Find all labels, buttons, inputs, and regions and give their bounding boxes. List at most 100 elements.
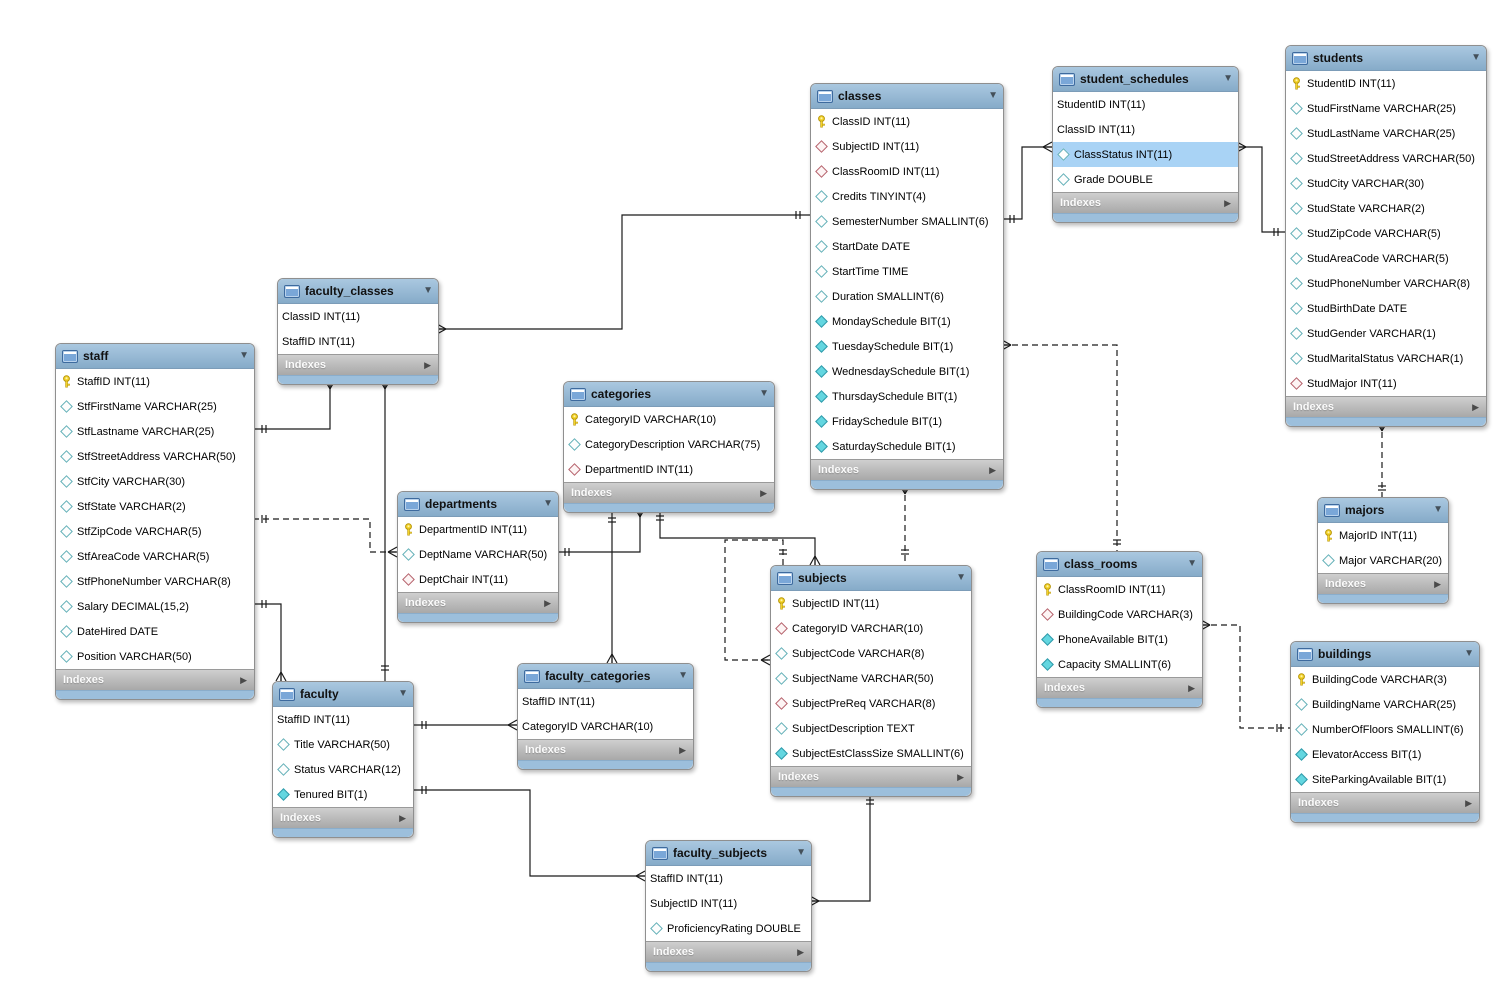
column-row[interactable]: StartTime TIME <box>811 259 1003 284</box>
expand-right-icon[interactable]: ▶ <box>957 771 964 782</box>
indexes-row[interactable]: Indexes▶ <box>1053 192 1238 213</box>
column-row[interactable]: StudState VARCHAR(2) <box>1286 196 1486 221</box>
table-students[interactable]: students▼StudentID INT(11)StudFirstName … <box>1285 45 1487 427</box>
chevron-down-icon[interactable]: ▼ <box>423 285 433 296</box>
chevron-down-icon[interactable]: ▼ <box>1223 73 1233 84</box>
relationship-staff-faculty[interactable] <box>253 600 287 682</box>
column-row[interactable]: StudBirthDate DATE <box>1286 296 1486 321</box>
column-row[interactable]: StfZipCode VARCHAR(5) <box>56 519 254 544</box>
chevron-down-icon[interactable]: ▼ <box>398 688 408 699</box>
table-header[interactable]: class_rooms▼ <box>1037 552 1202 577</box>
expand-right-icon[interactable]: ▶ <box>1465 797 1472 808</box>
column-row[interactable]: StfAreaCode VARCHAR(5) <box>56 544 254 569</box>
relationship-buildings-class_rooms[interactable] <box>1200 619 1290 732</box>
relationship-classes-student_schedules[interactable] <box>1002 141 1053 223</box>
column-row[interactable]: StaffID INT(11) <box>278 329 438 354</box>
relationship-faculty-faculty_classes[interactable] <box>379 379 391 681</box>
column-row[interactable]: StudStreetAddress VARCHAR(50) <box>1286 146 1486 171</box>
relationship-faculty-faculty_categories[interactable] <box>412 719 518 731</box>
column-row[interactable]: SubjectPreReq VARCHAR(8) <box>771 691 971 716</box>
column-row[interactable]: StfCity VARCHAR(30) <box>56 469 254 494</box>
table-faculty_categories[interactable]: faculty_categories▼StaffID INT(11)Catego… <box>517 663 694 770</box>
column-row[interactable]: SemesterNumber SMALLINT(6) <box>811 209 1003 234</box>
table-header[interactable]: staff▼ <box>56 344 254 369</box>
table-header[interactable]: buildings▼ <box>1291 642 1479 667</box>
column-row[interactable]: Duration SMALLINT(6) <box>811 284 1003 309</box>
indexes-row[interactable]: Indexes▶ <box>564 482 774 503</box>
chevron-down-icon[interactable]: ▼ <box>1187 558 1197 569</box>
column-row[interactable]: Credits TINYINT(4) <box>811 184 1003 209</box>
expand-right-icon[interactable]: ▶ <box>1472 401 1479 412</box>
column-row[interactable]: DeptChair INT(11) <box>398 567 558 592</box>
column-row[interactable]: Capacity SMALLINT(6) <box>1037 652 1202 677</box>
column-row[interactable]: ClassStatus INT(11) <box>1053 142 1238 167</box>
column-row[interactable]: SubjectDescription TEXT <box>771 716 971 741</box>
column-row[interactable]: BuildingCode VARCHAR(3) <box>1291 667 1479 692</box>
chevron-down-icon[interactable]: ▼ <box>759 388 769 399</box>
column-row[interactable]: SaturdaySchedule BIT(1) <box>811 434 1003 459</box>
column-row[interactable]: Title VARCHAR(50) <box>273 732 413 757</box>
table-header[interactable]: students▼ <box>1286 46 1486 71</box>
chevron-down-icon[interactable]: ▼ <box>1471 52 1481 63</box>
table-header[interactable]: faculty▼ <box>273 682 413 707</box>
expand-right-icon[interactable]: ▶ <box>1188 682 1195 693</box>
table-majors[interactable]: majors▼MajorID INT(11)Major VARCHAR(20)I… <box>1317 497 1449 604</box>
column-row[interactable]: StaffID INT(11) <box>56 369 254 394</box>
relationship-majors-students[interactable] <box>1376 421 1388 497</box>
indexes-row[interactable]: Indexes▶ <box>1318 573 1448 594</box>
table-student_schedules[interactable]: student_schedules▼StudentID INT(11)Class… <box>1052 66 1239 223</box>
column-row[interactable]: StudMajor INT(11) <box>1286 371 1486 396</box>
chevron-down-icon[interactable]: ▼ <box>796 847 806 858</box>
column-row[interactable]: SubjectEstClassSize SMALLINT(6) <box>771 741 971 766</box>
chevron-down-icon[interactable]: ▼ <box>678 670 688 681</box>
column-row[interactable]: ClassID INT(11) <box>811 109 1003 134</box>
chevron-down-icon[interactable]: ▼ <box>1464 648 1474 659</box>
table-header[interactable]: categories▼ <box>564 382 774 407</box>
expand-right-icon[interactable]: ▶ <box>1434 578 1441 589</box>
table-staff[interactable]: staff▼StaffID INT(11)StfFirstName VARCHA… <box>55 343 255 700</box>
column-row[interactable]: DepartmentID INT(11) <box>564 457 774 482</box>
column-row[interactable]: ProficiencyRating DOUBLE <box>646 916 811 941</box>
column-row[interactable]: SubjectID INT(11) <box>811 134 1003 159</box>
relationship-subjects-classes[interactable] <box>899 484 911 565</box>
column-row[interactable]: StfStreetAddress VARCHAR(50) <box>56 444 254 469</box>
expand-right-icon[interactable]: ▶ <box>760 487 767 498</box>
relationship-subjects-faculty_subjects[interactable] <box>809 792 874 907</box>
chevron-down-icon[interactable]: ▼ <box>1433 504 1443 515</box>
column-row[interactable]: StfState VARCHAR(2) <box>56 494 254 519</box>
expand-right-icon[interactable]: ▶ <box>240 674 247 685</box>
relationship-categories-subjects[interactable] <box>656 508 821 566</box>
column-row[interactable]: FridaySchedule BIT(1) <box>811 409 1003 434</box>
column-row[interactable]: StudAreaCode VARCHAR(5) <box>1286 246 1486 271</box>
table-classes[interactable]: classes▼ClassID INT(11)SubjectID INT(11)… <box>810 83 1004 490</box>
chevron-down-icon[interactable]: ▼ <box>239 350 249 361</box>
table-header[interactable]: student_schedules▼ <box>1053 67 1238 92</box>
indexes-row[interactable]: Indexes▶ <box>1286 396 1486 417</box>
column-row[interactable]: StaffID INT(11) <box>273 707 413 732</box>
column-row[interactable]: StaffID INT(11) <box>646 866 811 891</box>
chevron-down-icon[interactable]: ▼ <box>543 498 553 509</box>
expand-right-icon[interactable]: ▶ <box>399 812 406 823</box>
indexes-row[interactable]: Indexes▶ <box>273 807 413 828</box>
column-row[interactable]: Salary DECIMAL(15,2) <box>56 594 254 619</box>
indexes-row[interactable]: Indexes▶ <box>518 739 693 760</box>
column-row[interactable]: CategoryDescription VARCHAR(75) <box>564 432 774 457</box>
relationship-categories-faculty_categories[interactable] <box>606 508 618 664</box>
column-row[interactable]: StartDate DATE <box>811 234 1003 259</box>
column-row[interactable]: StfPhoneNumber VARCHAR(8) <box>56 569 254 594</box>
table-buildings[interactable]: buildings▼BuildingCode VARCHAR(3)Buildin… <box>1290 641 1480 823</box>
column-row[interactable]: MajorID INT(11) <box>1318 523 1448 548</box>
indexes-row[interactable]: Indexes▶ <box>56 669 254 690</box>
table-header[interactable]: faculty_subjects▼ <box>646 841 811 866</box>
column-row[interactable]: WednesdaySchedule BIT(1) <box>811 359 1003 384</box>
column-row[interactable]: SubjectID INT(11) <box>646 891 811 916</box>
relationship-staff-faculty_classes[interactable] <box>253 379 336 433</box>
table-header[interactable]: majors▼ <box>1318 498 1448 523</box>
column-row[interactable]: BuildingCode VARCHAR(3) <box>1037 602 1202 627</box>
relationship-staff-departments[interactable] <box>253 515 398 558</box>
table-faculty_classes[interactable]: faculty_classes▼ClassID INT(11)StaffID I… <box>277 278 439 385</box>
column-row[interactable]: TuesdaySchedule BIT(1) <box>811 334 1003 359</box>
column-row[interactable]: Major VARCHAR(20) <box>1318 548 1448 573</box>
table-faculty_subjects[interactable]: faculty_subjects▼StaffID INT(11)SubjectI… <box>645 840 812 972</box>
